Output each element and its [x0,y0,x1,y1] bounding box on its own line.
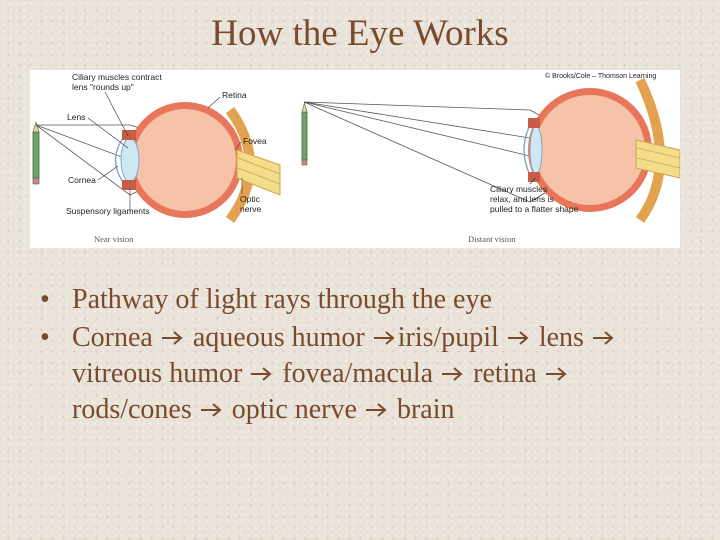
arrow-right-icon [442,367,463,381]
label-nerve: nerve [240,204,262,214]
label-ciliary-relax-1: Ciliary muscles [490,184,547,194]
near-leader-lines [87,91,243,212]
label-ciliary-relax-2: relax, and lens is [490,194,554,204]
label-retina: Retina [222,90,247,100]
copyright-text: © Brooks/Cole – Thomson Learning [545,72,656,80]
label-cornea: Cornea [68,175,96,185]
step-cornea: Cornea [72,322,153,353]
bullet-list: • Pathway of light rays through the eye •… [40,282,680,430]
distant-vision-caption: Distant vision [468,234,516,244]
label-ciliary-contract: Ciliary muscles contract [72,72,162,82]
distant-eyeball [523,77,680,223]
step-aqueous-humor: aqueous humor [192,322,365,353]
arrow-right-icon [251,367,272,381]
bullet-dot: • [40,284,50,315]
bullet-item-2: • Cornea aqueous humor iris/pupil lens v… [40,320,680,428]
label-fovea: Fovea [243,136,267,146]
arrow-right-icon [161,331,183,345]
label-suspensory-ligaments: Suspensory ligaments [66,206,150,216]
distant-leader-line [529,177,536,185]
step-lens: lens [538,322,584,353]
arrow-right-icon [507,331,529,345]
label-ciliary-relax-3: pulled to a flatter shape [490,204,579,214]
step-fovea-macula: fovea/macula [282,358,434,389]
page-title: How the Eye Works [211,13,509,54]
arrow-right-icon [592,331,614,345]
step-rods-cones: rods/cones [72,394,192,425]
arrow-right-icon [200,403,222,417]
step-optic-nerve: optic nerve [231,394,357,425]
arrow-right-icon [365,403,387,417]
bullet-item-1: • Pathway of light rays through the eye [40,282,680,318]
label-optic: Optic [240,194,261,204]
distant-pencil-icon [301,101,308,166]
label-lens-rounds-up: lens "rounds up" [72,82,134,92]
step-retina: retina [473,358,537,389]
near-pencil-icon [32,120,40,185]
near-eyeball [114,102,281,223]
label-lens: Lens [67,112,85,122]
eye-diagram-svg: Ciliary muscles contract lens "rounds up… [32,72,680,244]
eye-diagram: Ciliary muscles contract lens "rounds up… [30,70,680,248]
step-iris-pupil: iris/pupil [397,322,499,353]
arrow-right-icon [373,331,395,345]
step-brain: brain [396,394,455,425]
bullet-dot: • [40,322,50,353]
arrow-right-icon [545,367,567,381]
near-vision-caption: Near vision [94,234,134,244]
pathway-steps: Cornea aqueous humor iris/pupil lens vit… [72,322,617,425]
step-vitreous-humor: vitreous humor [72,358,243,389]
bullet-1-text: Pathway of light rays through the eye [72,284,492,315]
